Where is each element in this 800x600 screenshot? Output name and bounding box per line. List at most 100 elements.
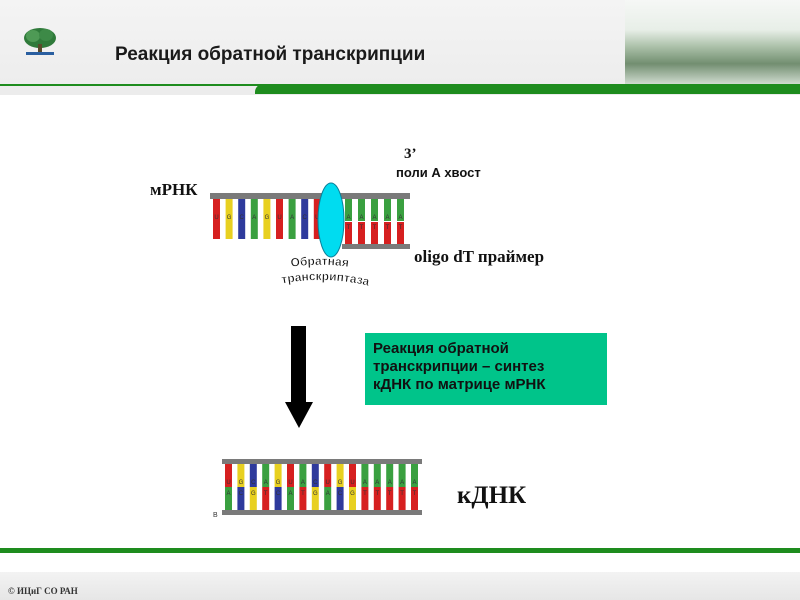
down-arrow-icon [285, 402, 313, 428]
base-bar-cdna-top [262, 464, 270, 487]
base-bar-cdna-bottom [225, 487, 232, 510]
base-bar-primer [345, 222, 352, 244]
footer-copyright: © ИЦиГ СО РАН [8, 586, 78, 596]
base-bar-cdna-top [373, 464, 381, 487]
header-landscape-image [625, 0, 800, 85]
base-bar-poly-a [371, 199, 378, 221]
base-letter-cdna-top: G [239, 480, 244, 486]
base-bar-cdna-top [274, 464, 282, 487]
base-letter-cdna-bottom: T [388, 491, 392, 497]
base-bar-cdna-bottom [386, 487, 394, 510]
base-letter-poly-a: A [372, 215, 376, 221]
cdna-bottom-backbone [222, 510, 422, 515]
base-letter-cdna-top: U [288, 480, 292, 486]
down-arrow-shaft [291, 326, 306, 404]
base-bar-cdna-top [411, 464, 418, 487]
primer-backbone [342, 244, 410, 249]
base-bar-cdna-top [249, 464, 257, 487]
info-box-line: кДНК по матрице мРНК [373, 376, 546, 393]
base-letter-mrna: U [315, 215, 319, 221]
base-letter-poly-a: A [346, 215, 350, 221]
base-bar-mrna [213, 199, 220, 239]
base-bar-mrna [301, 199, 309, 239]
base-letter-cdna-top: A [375, 480, 379, 486]
base-letter-cdna-bottom: G [313, 491, 318, 497]
base-bar-cdna-bottom [373, 487, 381, 510]
base-bar-cdna-bottom [411, 487, 418, 510]
base-bar-mrna [276, 199, 283, 239]
base-letter-primer: T [373, 225, 377, 231]
base-bar-primer [384, 222, 391, 244]
footer-rule [0, 548, 800, 553]
base-bar-cdna-top [336, 464, 344, 487]
base-bar-cdna-top [287, 464, 294, 487]
base-bar-cdna-bottom [249, 487, 257, 510]
base-bar-mrna [313, 199, 321, 239]
base-bar-poly-a [384, 199, 391, 221]
base-letter-primer: T [347, 225, 351, 231]
base-bar-cdna-top [361, 464, 369, 487]
base-letter-cdna-top: A [388, 480, 392, 486]
base-letter-cdna-top: A [363, 480, 367, 486]
enzyme-label-line1: Обратная [290, 254, 350, 270]
enzyme-label-line2: транскриптаза [280, 269, 371, 289]
base-bar-poly-a [397, 199, 404, 221]
base-bar-cdna-bottom [324, 487, 332, 510]
base-letter-mrna: C [303, 215, 308, 221]
base-bar-cdna-top [311, 464, 319, 487]
base-bar-poly-a [358, 199, 365, 221]
base-bar-cdna-top [237, 464, 245, 487]
base-bar-mrna [250, 199, 258, 239]
mrna-backbone [210, 193, 410, 199]
base-letter-cdna-top: C [313, 480, 318, 486]
base-bar-cdna-bottom [311, 487, 319, 510]
base-bar-cdna-top [386, 464, 394, 487]
base-letter-cdna-top: A [400, 480, 404, 486]
base-bar-cdna-bottom [274, 487, 282, 510]
base-letter-cdna-top: C [251, 480, 256, 486]
page-title: Реакция обратной транскрипции [115, 44, 426, 65]
base-bar-primer [371, 222, 378, 244]
base-letter-cdna-bottom: T [264, 491, 268, 497]
base-bar-primer [358, 222, 365, 244]
cdna-top-backbone [222, 459, 422, 464]
three-prime-label: 3’ [404, 146, 417, 162]
base-bar-cdna-top [349, 464, 356, 487]
base-letter-cdna-bottom: A [288, 491, 292, 497]
base-bar-cdna-top [299, 464, 307, 487]
base-letter-cdna-bottom: T [375, 491, 379, 497]
base-bar-cdna-bottom [336, 487, 344, 510]
tree-logo-icon [24, 28, 56, 55]
base-bar-primer [397, 222, 404, 244]
base-letter-mrna: U [277, 215, 281, 221]
base-letter-primer: T [399, 225, 403, 231]
base-letter-cdna-bottom: C [276, 491, 281, 497]
base-bar-cdna-bottom [398, 487, 406, 510]
cdna-marker: B [213, 512, 218, 519]
base-letter-cdna-top: U [326, 480, 330, 486]
base-letter-cdna-top: U [350, 480, 354, 486]
base-bar-cdna-top [324, 464, 332, 487]
base-letter-cdna-bottom: A [226, 491, 230, 497]
base-letter-cdna-bottom: A [326, 491, 330, 497]
base-letter-cdna-bottom: C [338, 491, 343, 497]
base-letter-cdna-bottom: T [413, 491, 417, 497]
base-letter-mrna: G [227, 215, 232, 221]
base-letter-primer: T [360, 225, 364, 231]
base-bar-mrna [238, 199, 246, 239]
slide-header [0, 0, 800, 95]
base-bar-cdna-bottom [349, 487, 356, 510]
base-letter-mrna: A [290, 215, 294, 221]
base-letter-mrna: A [252, 215, 256, 221]
base-letter-cdna-bottom: T [301, 491, 305, 497]
base-letter-cdna-top: G [338, 480, 343, 486]
info-box-line: транскрипции – синтез [373, 358, 545, 375]
base-letter-cdna-bottom: G [350, 491, 355, 497]
poly-a-label: поли А хвост [396, 165, 481, 180]
base-bar-mrna [288, 199, 296, 239]
